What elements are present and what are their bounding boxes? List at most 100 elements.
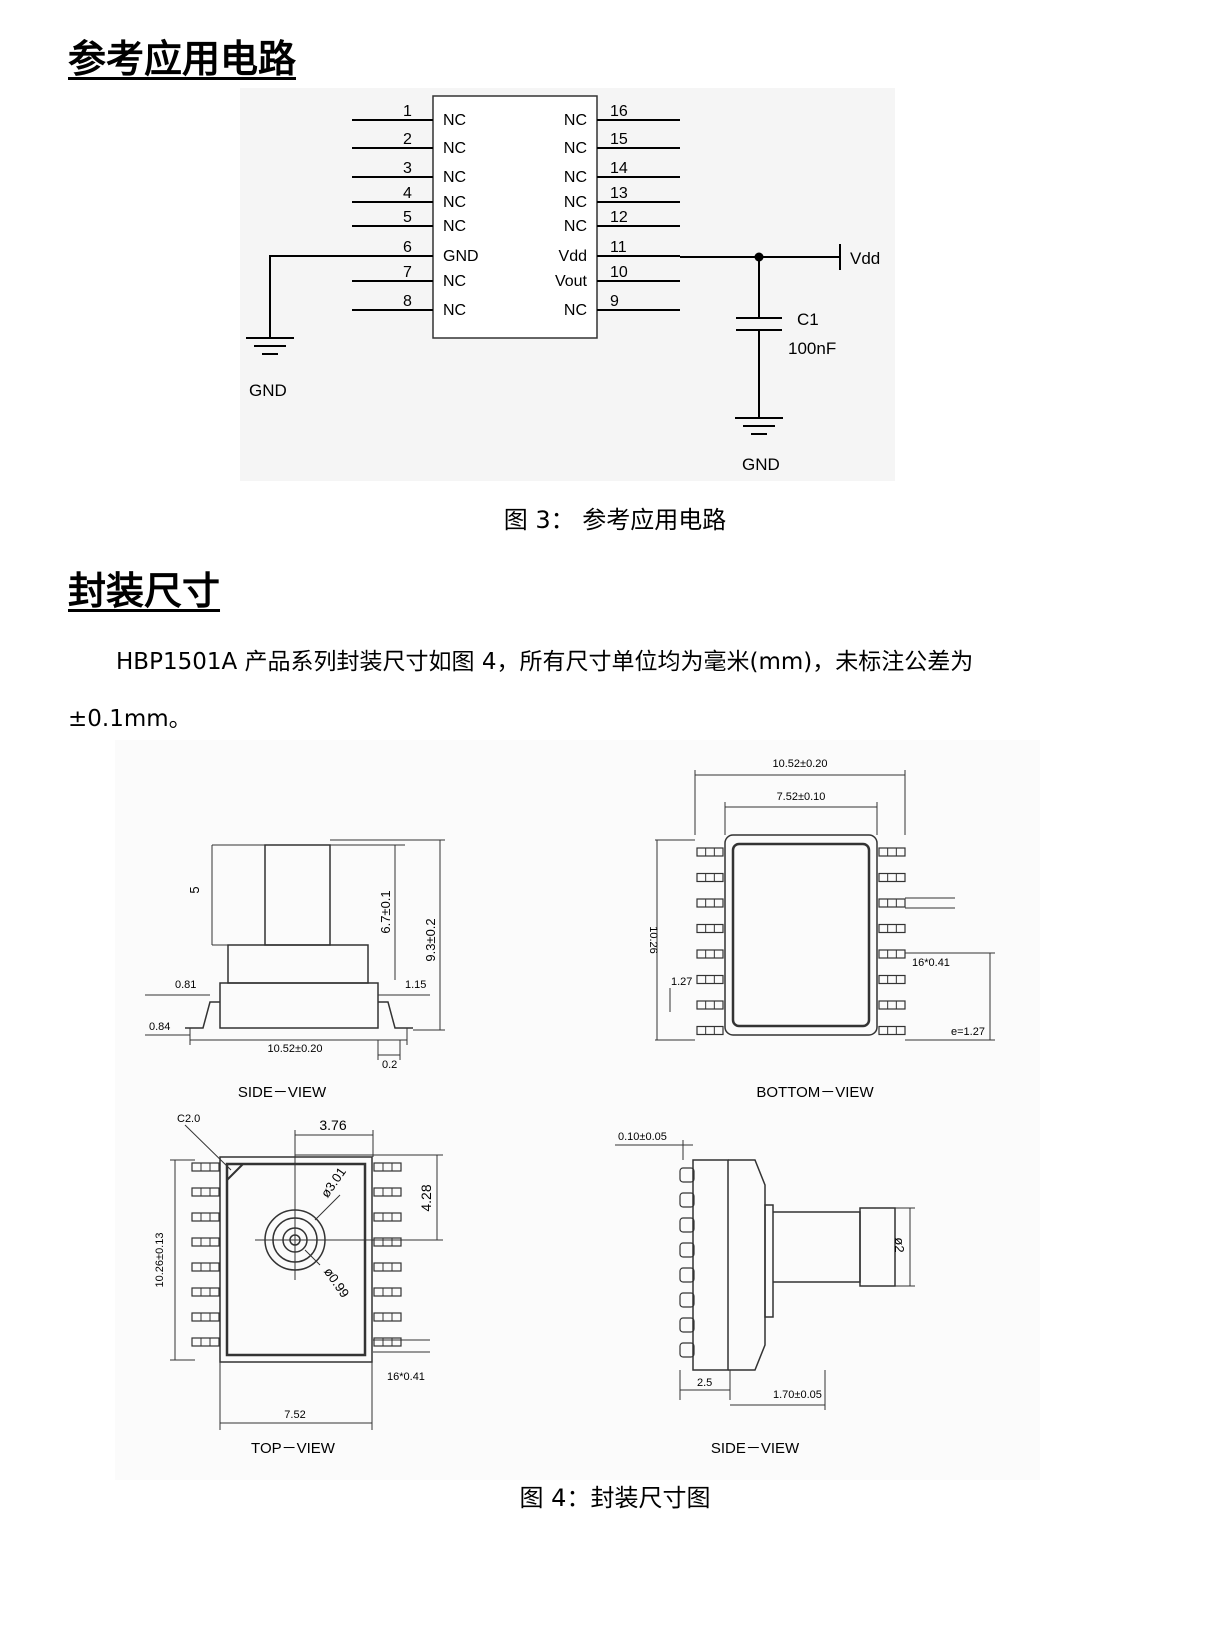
side-view-dim-0-84: 0.84	[149, 1021, 170, 1033]
pin-number: 14	[610, 160, 628, 177]
lead-pad	[696, 1000, 724, 1010]
side-view-dim-6-7: 6.7±0.1	[378, 890, 393, 933]
pin-name: NC	[443, 273, 466, 290]
pin-number: 16	[610, 103, 628, 120]
lead-pad	[679, 1242, 695, 1258]
lead-pad	[191, 1312, 220, 1322]
lead-pad	[696, 949, 724, 959]
ground-symbol-right	[735, 417, 783, 435]
pin-number: 10	[610, 264, 628, 281]
lead-pad	[373, 1162, 402, 1172]
vdd-label: Vdd	[850, 249, 880, 268]
top-view-dim-7-52: 7.52	[284, 1409, 305, 1421]
pin-number: 15	[610, 131, 628, 148]
pin-number: 3	[403, 160, 412, 177]
pin-number: 6	[403, 239, 412, 256]
top-view-title: TOP－VIEW	[251, 1440, 336, 1457]
bottom-view-drawing	[655, 770, 995, 1041]
bottom-view-dim-1-27: 1.27	[671, 976, 692, 988]
lead-pad	[878, 923, 906, 934]
pin-name: NC	[443, 302, 466, 319]
lead-pad	[373, 1337, 402, 1347]
lead-pad	[373, 1237, 402, 1247]
section-heading-package-dimensions: 封装尺寸	[68, 569, 221, 613]
pin-name: NC	[564, 169, 587, 186]
pin-number: 5	[403, 209, 412, 226]
top-view-dim-4-28: 4.28	[418, 1184, 434, 1211]
lead-pad	[696, 974, 724, 985]
side-view2-title: SIDE－VIEW	[711, 1440, 800, 1457]
pin-name: NC	[564, 302, 587, 319]
side-view-drawing	[145, 839, 445, 1060]
lead-pad	[878, 949, 906, 959]
pin-name: NC	[443, 112, 466, 129]
figure4-caption: 图 4：封装尺寸图	[519, 1484, 711, 1512]
side-view2-dim-1-70: 1.70±0.05	[773, 1389, 822, 1401]
lead-pad	[679, 1317, 695, 1333]
pin-name: NC	[443, 140, 466, 157]
pin-name: GND	[443, 248, 479, 265]
section-heading-reference-circuit: 参考应用电路	[68, 37, 297, 81]
gnd-label-right: GND	[742, 455, 780, 474]
side-view-dim-0-81: 0.81	[175, 979, 196, 991]
side-view-dim-0-2: 0.2	[382, 1059, 397, 1071]
lead-pad	[373, 1187, 402, 1197]
lead-pad	[191, 1337, 220, 1347]
side-view2-drawing	[615, 1140, 915, 1410]
pin-number: 9	[610, 293, 619, 310]
bottom-view-dim-10-52: 10.52±0.20	[773, 758, 828, 770]
lead-pad	[696, 872, 724, 883]
lead-pad	[373, 1312, 402, 1322]
pin-number: 4	[403, 185, 412, 202]
lead-pad	[679, 1192, 695, 1208]
side-view-title: SIDE－VIEW	[238, 1084, 327, 1101]
lead-pad	[679, 1217, 695, 1233]
pin-name: NC	[564, 218, 587, 235]
lead-pad	[696, 847, 724, 857]
lead-pad	[878, 974, 906, 985]
side-view2-dim-2-5: 2.5	[697, 1377, 712, 1389]
lead-pad	[191, 1287, 220, 1297]
lead-pad	[373, 1212, 402, 1222]
lead-pad	[679, 1292, 695, 1308]
pin-number: 7	[403, 264, 412, 281]
pin-name: NC	[443, 218, 466, 235]
bottom-view-dim-16x0-41: 16*0.41	[912, 957, 950, 969]
lead-pad	[191, 1187, 220, 1197]
lead-pad	[679, 1167, 695, 1183]
lead-pad	[679, 1342, 695, 1358]
pin-name: Vdd	[559, 248, 587, 265]
lead-pad	[878, 1000, 906, 1010]
pin-name: NC	[564, 140, 587, 157]
top-view-dim-3-76: 3.76	[319, 1117, 346, 1133]
lead-pad	[679, 1267, 695, 1283]
pin-number: 12	[610, 209, 628, 226]
cap-value-label: 100nF	[788, 339, 836, 358]
figure3-caption: 图 3： 参考应用电路	[503, 506, 727, 534]
lead-pad	[373, 1287, 402, 1297]
pin-number: 8	[403, 293, 412, 310]
ground-symbol-left	[246, 337, 294, 355]
pin-name: NC	[564, 194, 587, 211]
lead-pad	[878, 898, 906, 908]
gnd-wire-left	[269, 255, 352, 338]
pin-name: NC	[564, 112, 587, 129]
side-view-dim-1-15: 1.15	[405, 979, 426, 991]
bottom-view-dim-10-26: 10.26	[647, 926, 659, 954]
side-view-dim-5: 5	[187, 886, 202, 893]
lead-pad	[191, 1262, 220, 1272]
package-description-line2: ±0.1mm。	[68, 706, 192, 732]
side-view-dim-9-3: 9.3±0.2	[423, 918, 438, 961]
lead-pad	[191, 1212, 220, 1222]
top-view-dim-c2: C2.0	[177, 1113, 200, 1125]
gnd-label-left: GND	[249, 381, 287, 400]
side-view2-dim-phi2: ø2	[892, 1237, 907, 1252]
lead-pad	[878, 847, 906, 857]
top-view-drawing	[170, 1124, 443, 1430]
lead-pad	[373, 1262, 402, 1272]
pin-name: NC	[443, 194, 466, 211]
lead-pad	[191, 1162, 220, 1172]
pin-number: 13	[610, 185, 628, 202]
